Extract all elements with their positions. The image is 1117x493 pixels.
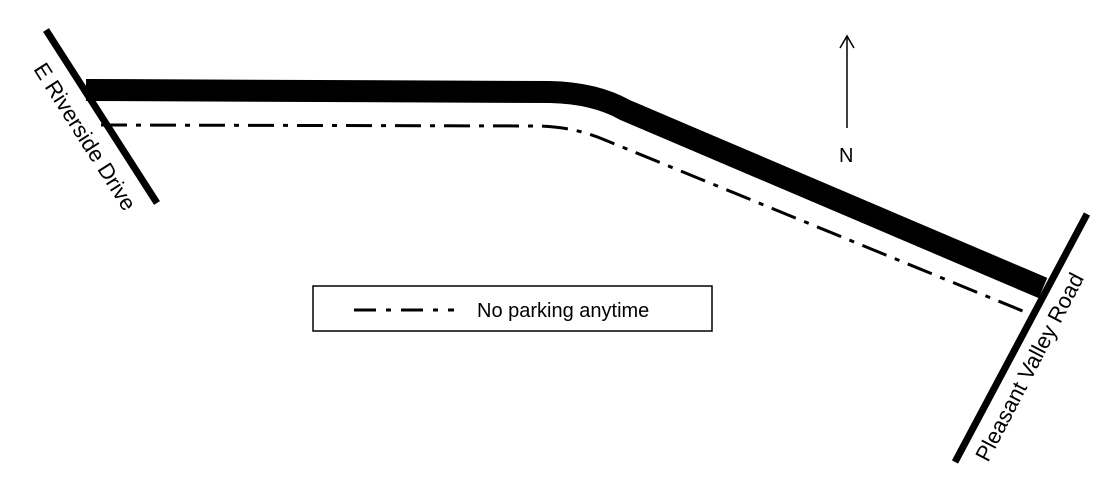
no-parking-restriction-line [100, 123, 1031, 316]
e-riverside-drive-line [43, 28, 160, 205]
north-arrow: N [839, 34, 855, 167]
north-arrow-head-icon [839, 34, 855, 49]
north-label: N [839, 145, 853, 167]
legend-label-no-parking: No parking anytime [477, 300, 649, 322]
pleasant-valley-road-line [951, 212, 1091, 464]
main-road [85, 79, 1048, 299]
legend-box [312, 285, 713, 332]
legend: No parking anytime [312, 285, 713, 332]
